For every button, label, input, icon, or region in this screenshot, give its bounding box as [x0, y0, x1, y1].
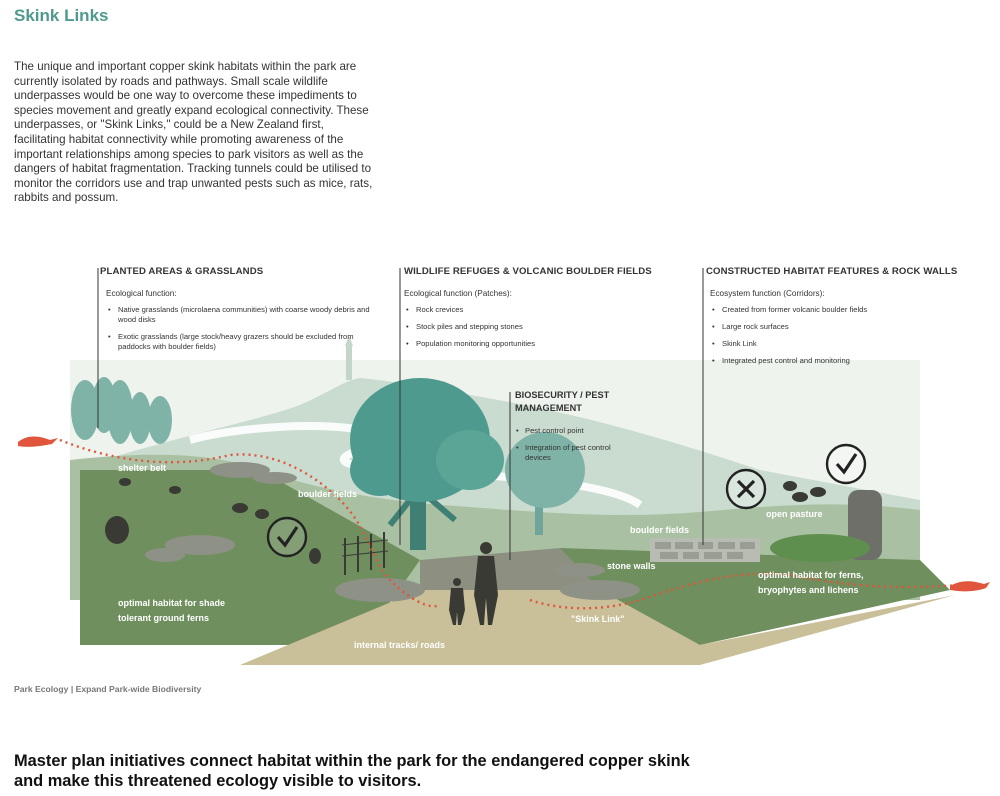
intro-paragraph: The unique and important copper skink ha… [14, 60, 373, 205]
check-icon [825, 443, 867, 485]
copper-skinks [18, 436, 990, 592]
list-item: Stock piles and stepping stones [404, 322, 684, 332]
label-ferns-left-1: optimal habitat for shade [118, 598, 226, 608]
list-item: Population monitoring opportunities [404, 339, 684, 349]
column-title-grasslands: PLANTED AREAS & GRASSLANDS [100, 266, 264, 277]
livestock [105, 478, 826, 564]
large-tree [350, 378, 504, 550]
label-ferns-left-2: tolerant ground ferns [118, 613, 210, 623]
fence [341, 532, 389, 575]
check-icon [266, 516, 308, 558]
list-item: Large rock surfaces [710, 322, 990, 332]
footer-text: Park Ecology | Expand Park-wide Biodiver… [14, 684, 202, 694]
label-stone-walls: stone walls [607, 561, 656, 571]
biosecurity-title: BIOSECURITY / PEST MANAGEMENT [515, 390, 610, 413]
refuges-list: Rock crevices Stock piles and stepping s… [404, 305, 684, 356]
label-boulder-fields-left: boulder fields [298, 489, 358, 499]
leader-lines [97, 268, 704, 560]
label-ferns-right-2: bryophytes and lichens [758, 585, 859, 595]
foreground-grass-left [80, 470, 420, 645]
boulders-left [145, 462, 640, 602]
column-title-constructed: CONSTRUCTED HABITAT FEATURES & ROCK WALL… [706, 266, 958, 277]
skink-movement-path [59, 438, 961, 610]
constructed-list: Created from former volcanic boulder fie… [710, 305, 990, 373]
page-title: Skink Links [14, 6, 109, 25]
column-subtitle-refuges: Ecological function (Patches): [404, 289, 512, 298]
visitors [449, 542, 498, 625]
moss-bank [770, 534, 870, 562]
column-title-refuges: WILDLIFE REFUGES & VOLCANIC BOULDER FIEL… [404, 266, 652, 277]
label-internal-tracks: internal tracks/ roads [354, 640, 446, 650]
path-road [240, 590, 955, 665]
label-skink-link: "Skink Link" [571, 614, 625, 624]
list-item: Skink Link [710, 339, 990, 349]
grasslands-list: Native grasslands (microlaena communitie… [106, 305, 376, 359]
obelisk [346, 346, 352, 380]
label-open-pasture: open pasture [766, 509, 823, 519]
label-ferns-right-1: optimal habitat for ferns, [758, 570, 864, 580]
list-item: Native grasslands (microlaena communitie… [106, 305, 376, 325]
shelter-belt-trees [71, 377, 172, 444]
label-boulder-fields-right: boulder fields [630, 525, 690, 535]
figure-caption: Master plan initiatives connect habitat … [14, 752, 690, 790]
cross-icon [725, 468, 767, 510]
underpass-track [420, 548, 600, 590]
list-item: Rock crevices [404, 305, 684, 315]
list-item: Exotic grasslands (large stock/heavy gra… [106, 332, 376, 352]
column-subtitle-constructed: Ecosystem function (Corridors): [710, 289, 825, 298]
biosecurity-list: Pest control point Integration of pest c… [515, 426, 635, 470]
list-item: Created from former volcanic boulder fie… [710, 305, 990, 315]
list-item: Pest control point [515, 426, 635, 436]
label-shelter-belt: shelter belt [118, 463, 167, 473]
list-item: Integrated pest control and monitoring [710, 356, 990, 366]
list-item: Integration of pest control devices [515, 443, 635, 463]
column-subtitle-grasslands: Ecological function: [106, 289, 177, 298]
ecology-illustration [18, 268, 990, 665]
